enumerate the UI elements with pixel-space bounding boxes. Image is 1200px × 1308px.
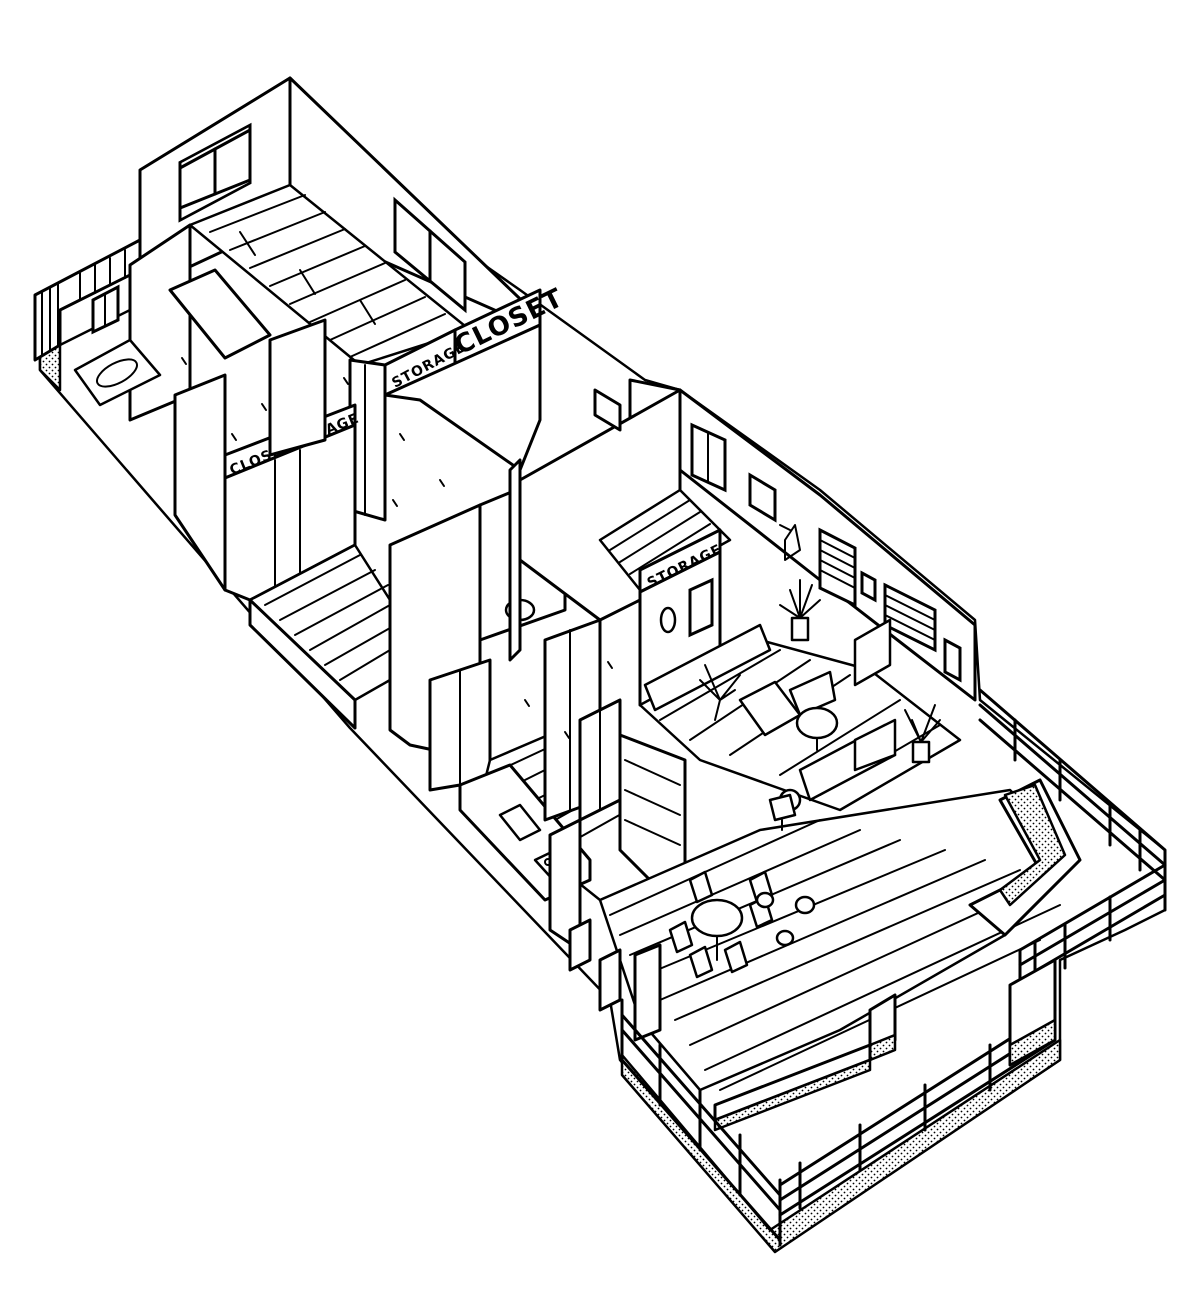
dining-floorboards bbox=[609, 819, 1061, 1091]
east-bedroom-small-window bbox=[593, 388, 622, 432]
stool bbox=[755, 891, 775, 909]
living-armchair-2 bbox=[788, 670, 837, 717]
east-bedroom: STORAGE bbox=[518, 388, 777, 707]
kitchen-shelves bbox=[624, 759, 681, 846]
north-bedroom bbox=[178, 122, 472, 367]
door-handle-marks bbox=[181, 357, 613, 739]
east-bedroom-window-2 bbox=[748, 472, 777, 523]
kitchen-shelving bbox=[618, 733, 687, 882]
partition-west bbox=[173, 373, 227, 592]
central-core bbox=[388, 458, 567, 792]
bathroom-vanity bbox=[168, 268, 272, 360]
bathtub-basin bbox=[96, 358, 138, 388]
terrace-railing-west bbox=[620, 998, 782, 1247]
east-bedroom-door-opening bbox=[688, 577, 714, 638]
wall-sculpture-icon bbox=[779, 524, 801, 561]
entry-door-panel bbox=[598, 948, 622, 1012]
terrace-planter-soil bbox=[998, 783, 1067, 907]
east-bedroom-floor bbox=[598, 488, 732, 592]
living-window-3 bbox=[943, 637, 962, 683]
living-sofa-side-arm bbox=[853, 718, 897, 772]
plant-icon bbox=[779, 579, 821, 642]
partition-center bbox=[268, 318, 327, 457]
dining-sideboard bbox=[633, 943, 662, 1042]
living-window-1 bbox=[818, 527, 857, 608]
north-bedroom-floorboards bbox=[209, 194, 446, 358]
floor-lamp bbox=[768, 793, 797, 822]
stool bbox=[794, 895, 816, 915]
terrace-corner-block-edge bbox=[1008, 1018, 1057, 1067]
living-bench bbox=[853, 618, 892, 687]
terrace bbox=[620, 688, 1167, 1247]
living-room bbox=[638, 524, 962, 812]
east-bedroom-wall-mirror bbox=[659, 606, 677, 634]
storage-north-side bbox=[383, 323, 542, 472]
stool bbox=[775, 929, 795, 947]
kitchen bbox=[458, 618, 687, 972]
living-room-windows bbox=[818, 527, 962, 683]
terrace-railing-east bbox=[978, 688, 1167, 912]
west-hall-low-wall bbox=[248, 598, 357, 730]
storage-block-west: CLOSET STORAGE bbox=[173, 318, 362, 602]
living-window-4 bbox=[860, 570, 877, 603]
west-balcony-rail bbox=[33, 238, 142, 362]
plant-icon bbox=[699, 664, 741, 721]
central-tall-partition bbox=[508, 458, 522, 662]
west-bathroom bbox=[73, 223, 272, 520]
dining-chairs bbox=[668, 870, 774, 979]
living-sofa-back bbox=[643, 623, 772, 712]
bathtub bbox=[73, 338, 162, 407]
living-coffee-table bbox=[795, 706, 839, 740]
kitchen-sink bbox=[498, 803, 542, 842]
dining-table bbox=[690, 898, 744, 938]
west-hall-floorboards bbox=[264, 554, 391, 681]
plant-icon bbox=[904, 704, 941, 764]
entry-small-unit bbox=[568, 918, 592, 972]
dining-area bbox=[598, 788, 1082, 1092]
west-balcony-balusters bbox=[41, 249, 126, 356]
terrace-ledge-dots bbox=[713, 1058, 872, 1132]
